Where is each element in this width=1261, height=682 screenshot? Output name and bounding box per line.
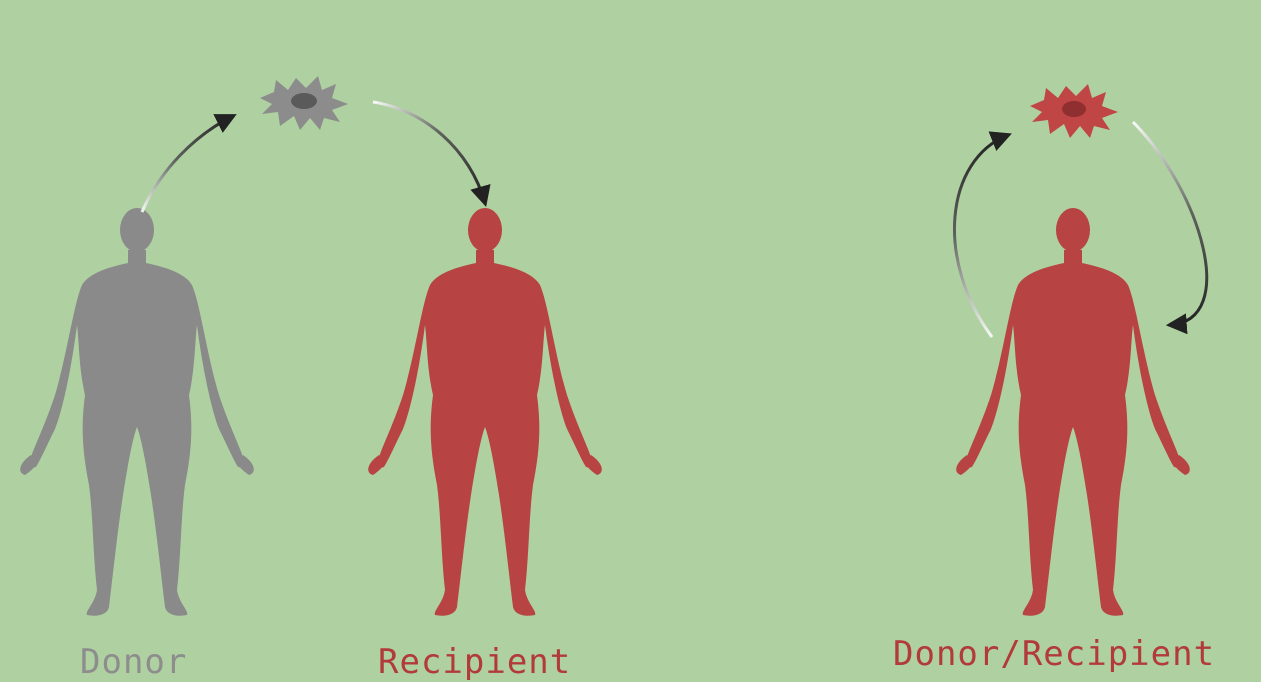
arrow-patient-to-cell — [954, 135, 1008, 337]
arrow-cell-to-recipient — [373, 102, 485, 203]
donor-recipient-figure — [956, 208, 1190, 616]
arrow-cell-to-patient — [1133, 122, 1207, 325]
recipient-figure — [368, 208, 602, 616]
recipient-label: Recipient — [378, 645, 571, 679]
donor-label: Donor — [80, 645, 187, 679]
cell-icon — [260, 76, 348, 130]
arrow-donor-to-cell — [142, 116, 233, 212]
donor-figure — [20, 208, 254, 616]
cell-icon — [1030, 84, 1118, 138]
donor-recipient-label: Donor/Recipient — [893, 637, 1215, 671]
